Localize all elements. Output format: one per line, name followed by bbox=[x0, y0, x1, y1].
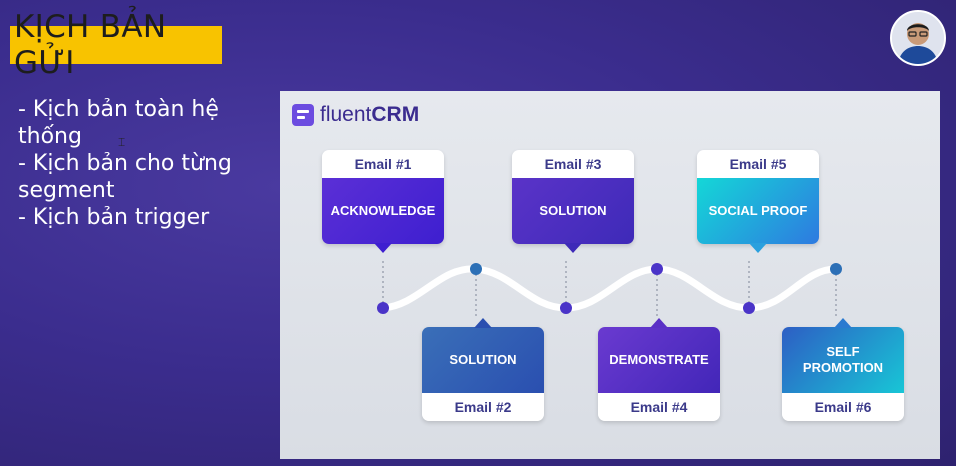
email-card-5: Email #5 SOCIAL PROOF bbox=[697, 150, 819, 253]
email-stage: SOCIAL PROOF bbox=[697, 178, 819, 244]
fluentcrm-logo-icon bbox=[292, 104, 314, 126]
presenter-avatar bbox=[890, 10, 946, 66]
bullet-item: - Kịch bản trigger bbox=[18, 205, 210, 230]
timeline-node bbox=[651, 263, 663, 275]
email-card-4: DEMONSTRATE Email #4 bbox=[598, 318, 720, 421]
timeline-node bbox=[470, 263, 482, 275]
timeline-node bbox=[830, 263, 842, 275]
fluentcrm-logo: fluentCRM bbox=[292, 103, 419, 127]
logo-text-light: fluent bbox=[320, 103, 372, 126]
timeline-node bbox=[377, 302, 389, 314]
email-card-1: Email #1 ACKNOWLEDGE bbox=[322, 150, 444, 253]
slide-title-box: KỊCH BẢN GỬI bbox=[10, 9, 222, 81]
timeline-node bbox=[560, 302, 572, 314]
email-card-3: Email #3 SOLUTION bbox=[512, 150, 634, 253]
email-card-2: SOLUTION Email #2 bbox=[422, 318, 544, 421]
email-label: Email #3 bbox=[512, 150, 634, 178]
bullet-list: - Kịch bản toàn hệ thống - Kịch bản cho … bbox=[18, 96, 268, 231]
timeline-wave bbox=[377, 261, 842, 316]
email-label: Email #6 bbox=[782, 393, 904, 421]
email-label: Email #5 bbox=[697, 150, 819, 178]
email-stage: SOLUTION bbox=[512, 178, 634, 244]
email-stage: DEMONSTRATE bbox=[598, 327, 720, 393]
email-label: Email #4 bbox=[598, 393, 720, 421]
email-stage: ACKNOWLEDGE bbox=[322, 178, 444, 244]
embedded-slide-image: fluentCRM Email #1 ACKNOWLEDGE Email #3 … bbox=[280, 91, 940, 459]
bullet-item: - Kịch bản cho từng segment bbox=[18, 151, 232, 203]
slide-title: KỊCH BẢN GỬI bbox=[14, 9, 167, 81]
email-stage: SELF PROMOTION bbox=[782, 327, 904, 393]
timeline-nodes bbox=[377, 263, 842, 314]
email-label: Email #1 bbox=[322, 150, 444, 178]
text-cursor-icon: ⌶ bbox=[118, 135, 126, 149]
email-label: Email #2 bbox=[422, 393, 544, 421]
bullet-item: - Kịch bản toàn hệ thống bbox=[18, 97, 219, 149]
email-stage: SOLUTION bbox=[422, 327, 544, 393]
timeline-node bbox=[743, 302, 755, 314]
email-card-6: SELF PROMOTION Email #6 bbox=[782, 318, 904, 421]
logo-text-bold: CRM bbox=[371, 103, 420, 126]
person-icon bbox=[892, 12, 944, 64]
